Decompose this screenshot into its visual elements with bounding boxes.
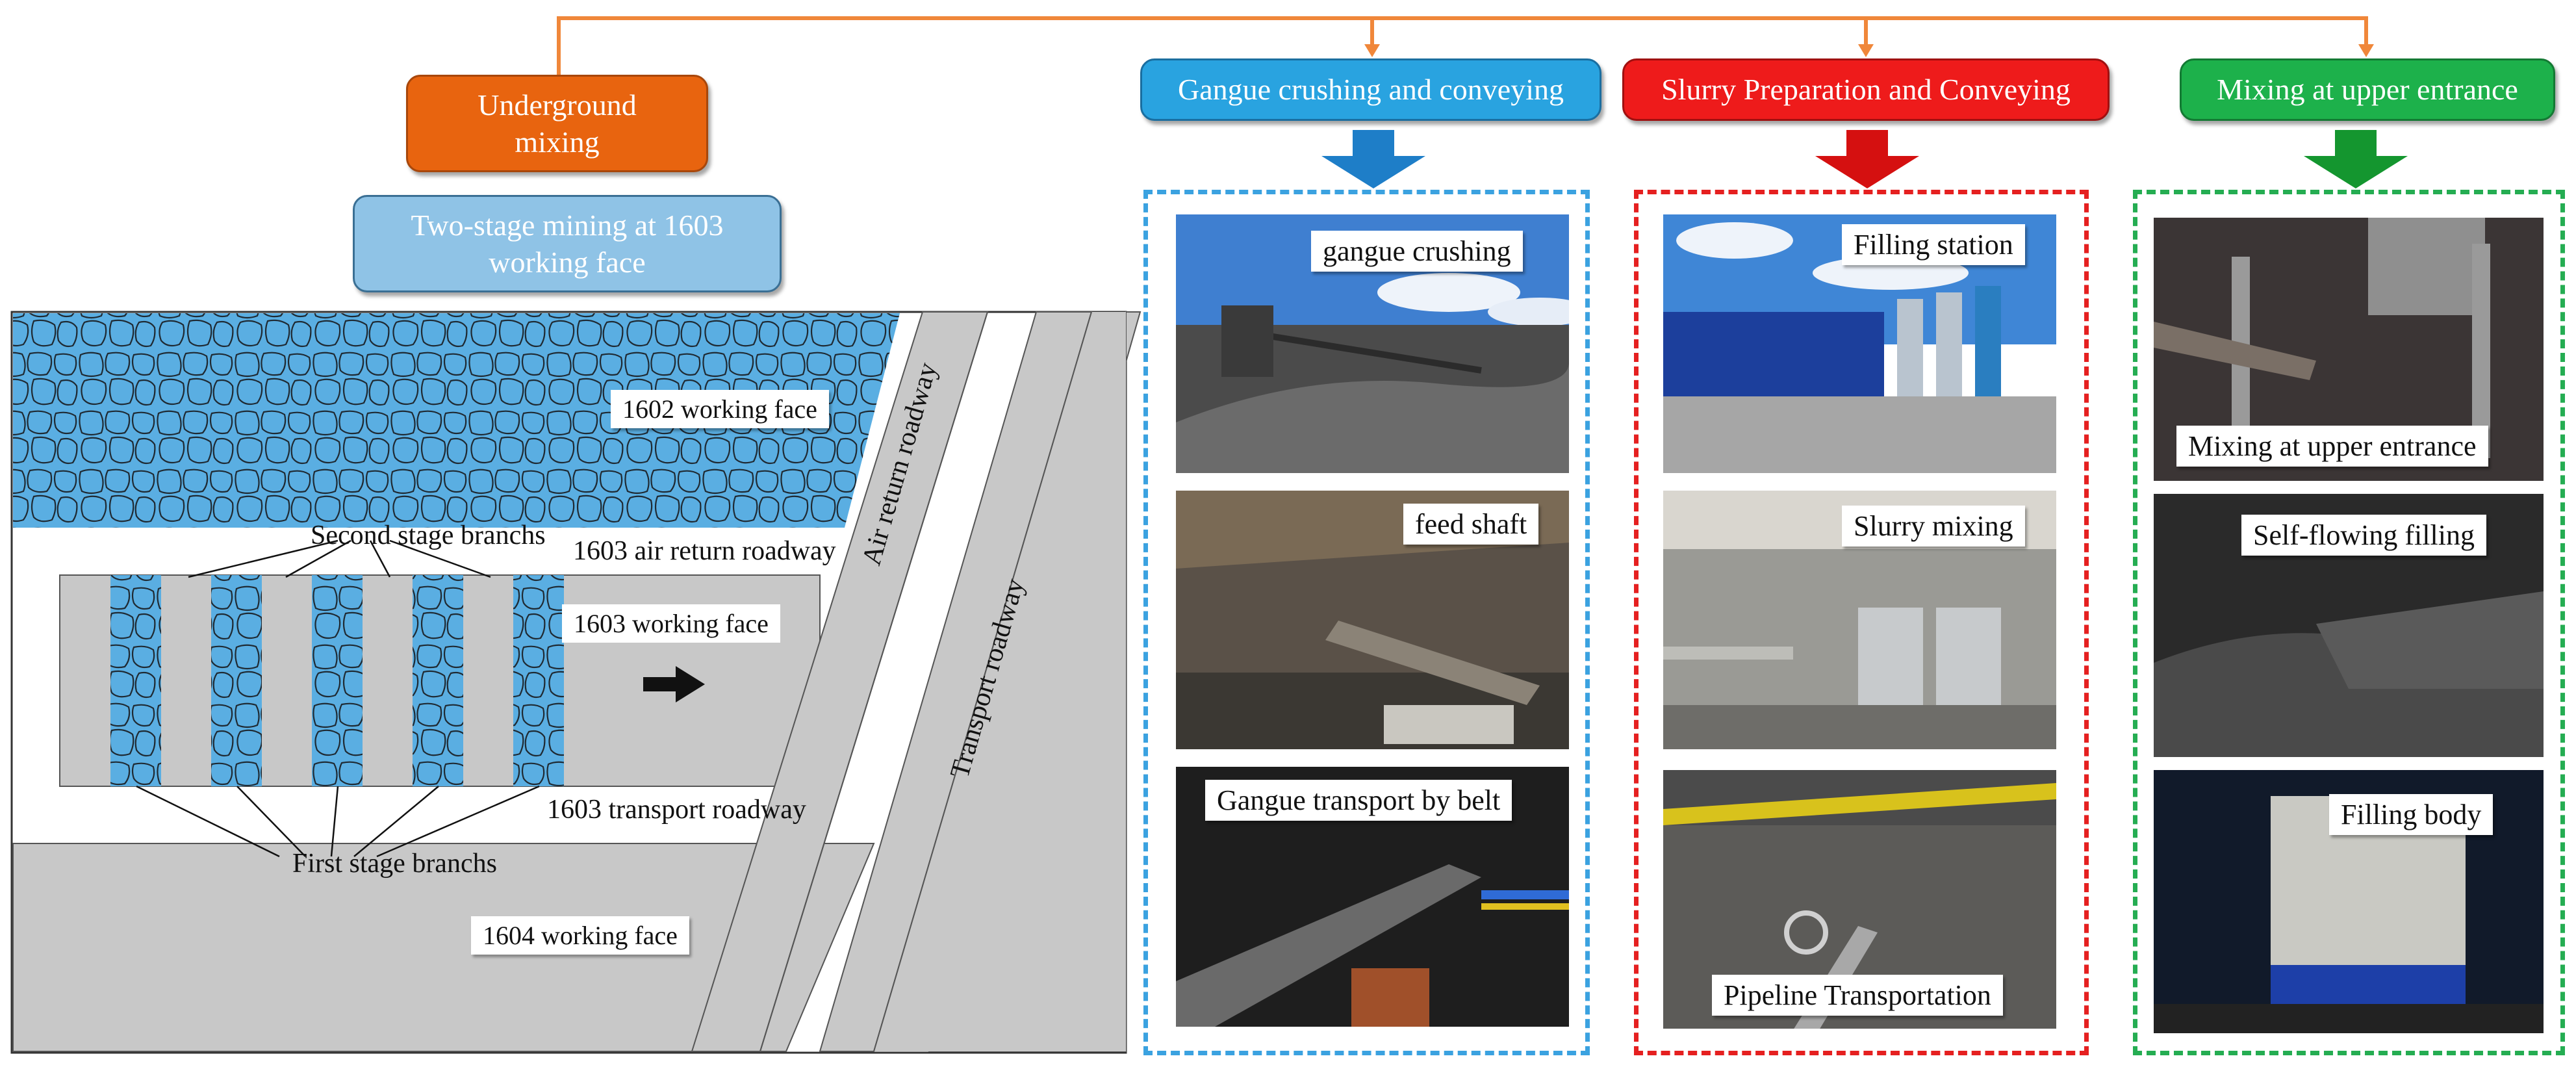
transport-1603-label: 1603 transport roadway — [547, 795, 806, 825]
down-arrow-mixing — [2304, 130, 2408, 188]
two-stage-line2: working face — [489, 246, 646, 279]
photo-label-self-flowing-filling: Self-flowing filling — [2241, 515, 2486, 556]
photo-label-filling-station: Filling station — [1842, 224, 2025, 265]
two-stage-mining-header: Two-stage mining at 1603 working face — [353, 195, 782, 292]
second-stage-label: Second stage branchs — [311, 521, 546, 550]
photo-label-gangue-crushing: gangue crushing — [1311, 231, 1523, 272]
down-arrow-slurry — [1815, 130, 1919, 188]
photo-label-pipeline: Pipeline Transportation — [1712, 975, 2003, 1016]
slurry-preparation-header: Slurry Preparation and Conveying — [1622, 58, 2110, 121]
face-1604-label: 1604 working face — [471, 916, 689, 955]
gangue-crushing-header: Gangue crushing and conveying — [1140, 58, 1601, 121]
face-1602-label: 1602 working face — [611, 390, 829, 428]
underground-line2: mixing — [515, 125, 600, 159]
photo-label-mixing-upper-entrance: Mixing at upper entrance — [2176, 426, 2488, 467]
underground-mixing-header: Underground mixing — [406, 75, 708, 172]
two-stage-line1: Two-stage mining at 1603 — [411, 208, 724, 242]
photo-label-gangue-transport: Gangue transport by belt — [1205, 780, 1512, 821]
photo-label-filling-body: Filling body — [2329, 794, 2493, 835]
down-arrow-gangue — [1321, 130, 1425, 188]
slurry-section — [1634, 190, 2089, 1055]
first-stage-label: First stage branchs — [292, 849, 497, 879]
advance-arrow-icon — [643, 666, 705, 702]
photo-label-slurry-mixing: Slurry mixing — [1842, 506, 2025, 546]
underground-line1: Underground — [478, 88, 637, 122]
face-1603-label: 1603 working face — [562, 604, 780, 643]
mixing-section — [2133, 190, 2565, 1055]
mixing-upper-entrance-header: Mixing at upper entrance — [2180, 58, 2555, 121]
photo-label-feed-shaft: feed shaft — [1403, 504, 1539, 545]
gangue-section — [1143, 190, 1590, 1055]
photo-self-flowing-filling — [2154, 494, 2544, 757]
air-return-1603-label: 1603 air return roadway — [573, 536, 836, 566]
